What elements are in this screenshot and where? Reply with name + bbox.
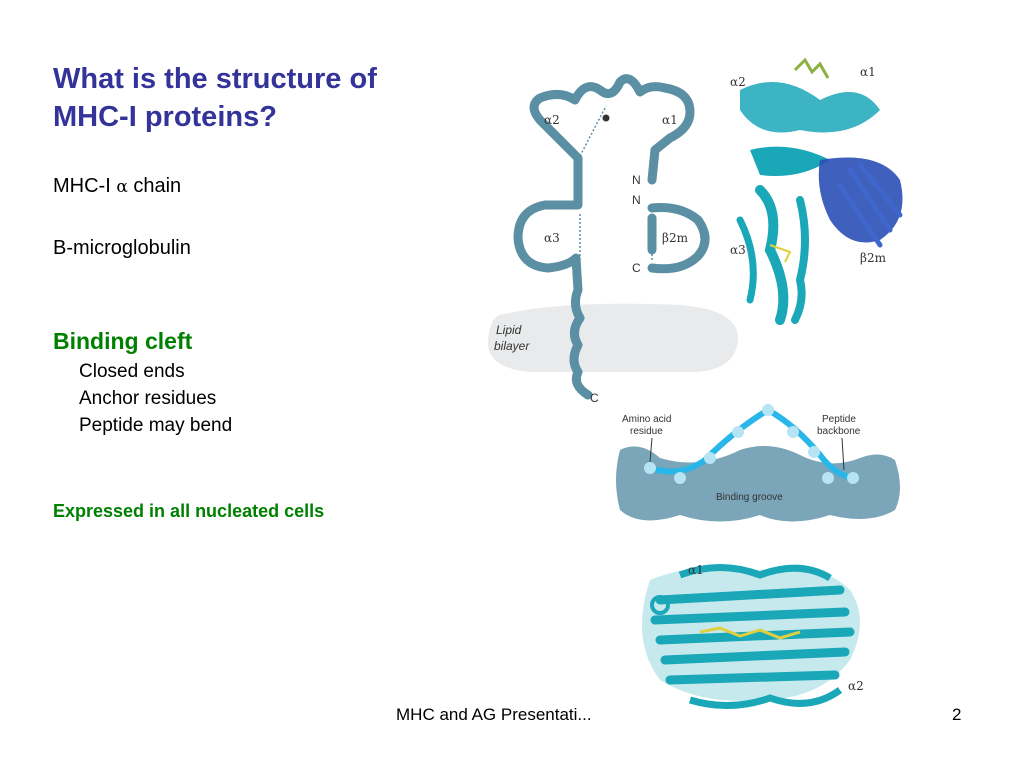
c-terminus-1: C <box>632 261 641 275</box>
expressed-note: Expressed in all nucleated cells <box>53 501 325 521</box>
bottom-ribbon-alpha2-label: α2 <box>848 679 864 693</box>
schematic-beta2m-label: β2m <box>662 231 689 245</box>
mhc-schematic: α2 α1 α3 β2m N N C C Lipid bilayer <box>487 74 739 405</box>
beta2m-outline <box>647 203 710 274</box>
slide-title: What is the structure of MHC-I proteins? <box>53 60 483 136</box>
amino-acid-label: Amino acid <box>622 414 671 425</box>
feature-anchor-residues: Anchor residues <box>79 388 217 409</box>
chain-suffix: chain <box>127 175 182 197</box>
chain-prefix: MHC-I <box>53 175 117 197</box>
schematic-alpha1-label: α1 <box>662 113 678 127</box>
mhc-alpha-chain-text: MHC-I α chain <box>53 175 181 198</box>
residue-label: residue <box>630 426 663 437</box>
ribbon-alpha1-label: α1 <box>860 65 876 79</box>
binding-groove-diagram: Amino acid residue Peptide backbone Bind… <box>616 404 900 522</box>
feature-peptide-bend: Peptide may bend <box>79 415 233 436</box>
footer-title: MHC and AG Presentati... <box>396 705 592 724</box>
chain-alpha: α <box>116 177 128 197</box>
schematic-alpha3-label: α3 <box>544 231 560 245</box>
groove-shape <box>616 446 900 522</box>
n-terminus-1: N <box>632 173 641 187</box>
title-line-1: What is the structure of <box>53 63 377 95</box>
schematic-alpha2-label: α2 <box>544 113 560 127</box>
microglobulin-text: B-microglobulin <box>53 237 191 259</box>
bilayer-label: bilayer <box>494 339 530 353</box>
backbone-label: backbone <box>817 426 861 437</box>
disulfide-dot <box>602 114 610 122</box>
mhc-ribbon-side-view: α2 α1 α3 β2m <box>730 57 903 325</box>
title-line-2: MHC-I proteins? <box>53 101 277 133</box>
c-terminus-2: C <box>590 391 599 405</box>
binding-cleft-heading: Binding cleft <box>53 328 193 354</box>
bottom-ribbon-alpha1-label: α1 <box>688 563 704 577</box>
disulfide-alpha12 <box>579 105 607 157</box>
peptide-label: Peptide <box>822 414 856 425</box>
lipid-bilayer <box>487 303 739 372</box>
binding-groove-label: Binding groove <box>716 492 783 503</box>
ribbon-beta2m-label: β2m <box>860 251 887 265</box>
mhc-ribbon-top-view: α1 α2 <box>642 563 864 709</box>
lipid-label: Lipid <box>496 323 522 337</box>
ribbon-alpha2-label: α2 <box>730 75 746 89</box>
n-terminus-2: N <box>632 193 641 207</box>
ribbon-alpha3-label: α3 <box>730 243 746 257</box>
page-number: 2 <box>952 705 962 724</box>
feature-closed-ends: Closed ends <box>79 361 185 382</box>
